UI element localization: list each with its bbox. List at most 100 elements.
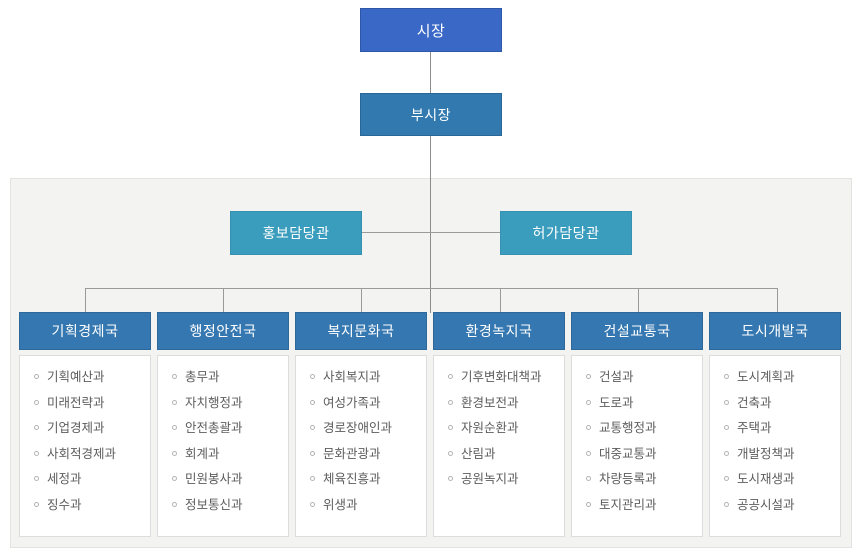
circle-outline-icon bbox=[172, 450, 177, 456]
list-item-label: 건설과 bbox=[599, 369, 634, 384]
list-item-label: 경로장애인과 bbox=[323, 420, 393, 435]
department-header-welfare-culture[interactable]: 복지문화국 bbox=[295, 312, 427, 350]
node-pr-office[interactable]: 홍보담당관 bbox=[230, 211, 362, 255]
list-item-label: 문화관광과 bbox=[323, 445, 381, 461]
department-header-administration-safety[interactable]: 행정안전국 bbox=[157, 312, 289, 350]
list-item[interactable]: 자원순환과 bbox=[448, 420, 564, 435]
list-item[interactable]: 체육진흥과 bbox=[310, 471, 426, 486]
circle-outline-icon bbox=[448, 425, 453, 430]
list-item-label: 주택과 bbox=[737, 420, 772, 435]
list-item-label: 대중교통과 bbox=[599, 445, 657, 461]
list-item[interactable]: 정보통신과 bbox=[172, 497, 288, 512]
circle-outline-icon bbox=[586, 476, 591, 481]
connector-drop-dept-5 bbox=[638, 288, 639, 313]
list-item[interactable]: 징수과 bbox=[34, 497, 150, 512]
circle-outline-icon bbox=[586, 450, 591, 456]
circle-outline-icon bbox=[724, 374, 729, 379]
list-item[interactable]: 건축과 bbox=[724, 395, 840, 410]
list-item-label: 회계과 bbox=[185, 445, 220, 461]
circle-outline-icon bbox=[34, 501, 39, 507]
list-item[interactable]: 산림과 bbox=[448, 446, 564, 461]
list-item[interactable]: 건설과 bbox=[586, 369, 702, 384]
list-item-label: 징수과 bbox=[47, 496, 82, 512]
list-item[interactable]: 세정과 bbox=[34, 471, 150, 486]
list-item-label: 자치행정과 bbox=[185, 394, 243, 410]
circle-outline-icon bbox=[586, 374, 591, 379]
list-item[interactable]: 사회적경제과 bbox=[34, 446, 150, 461]
list-item[interactable]: 기업경제과 bbox=[34, 420, 150, 435]
circle-outline-icon bbox=[310, 476, 315, 481]
list-item[interactable]: 공원녹지과 bbox=[448, 471, 564, 486]
list-item[interactable]: 문화관광과 bbox=[310, 446, 426, 461]
department-header-construction-transport[interactable]: 건설교통국 bbox=[571, 312, 703, 350]
department-column-welfare-culture: 복지문화국 사회복지과 여성가족과 경로장애인과 문화관광과 체육진흥과 위생과 bbox=[292, 312, 430, 537]
department-header-urban-development[interactable]: 도시개발국 bbox=[709, 312, 841, 350]
list-item[interactable]: 도시계획과 bbox=[724, 369, 840, 384]
circle-outline-icon bbox=[310, 425, 315, 430]
list-item-label: 위생과 bbox=[323, 496, 358, 512]
list-item[interactable]: 도시재생과 bbox=[724, 471, 840, 486]
list-item[interactable]: 총무과 bbox=[172, 369, 288, 384]
circle-outline-icon bbox=[586, 501, 591, 507]
circle-outline-icon bbox=[724, 501, 729, 507]
department-list-welfare-culture: 사회복지과 여성가족과 경로장애인과 문화관광과 체육진흥과 위생과 bbox=[295, 355, 427, 537]
list-item[interactable]: 기후변화대책과 bbox=[448, 369, 564, 384]
department-column-administration-safety: 행정안전국 총무과 자치행정과 안전총괄과 회계과 민원봉사과 정보통신과 bbox=[154, 312, 292, 537]
list-item[interactable]: 기획예산과 bbox=[34, 369, 150, 384]
connector-department-bus bbox=[85, 288, 778, 289]
circle-outline-icon bbox=[34, 399, 39, 405]
circle-outline-icon bbox=[310, 501, 315, 507]
list-item[interactable]: 위생과 bbox=[310, 497, 426, 512]
list-item-label: 미래전략과 bbox=[47, 394, 105, 410]
list-item-label: 산림과 bbox=[461, 445, 496, 461]
list-item[interactable]: 토지관리과 bbox=[586, 497, 702, 512]
department-header-environment-green[interactable]: 환경녹지국 bbox=[433, 312, 565, 350]
circle-outline-icon bbox=[724, 450, 729, 456]
list-item[interactable]: 대중교통과 bbox=[586, 446, 702, 461]
list-item[interactable]: 사회복지과 bbox=[310, 369, 426, 384]
department-header-planning-economy[interactable]: 기획경제국 bbox=[19, 312, 151, 350]
node-vice-mayor[interactable]: 부시장 bbox=[360, 93, 502, 136]
circle-outline-icon bbox=[310, 450, 315, 456]
department-list-administration-safety: 총무과 자치행정과 안전총괄과 회계과 민원봉사과 정보통신과 bbox=[157, 355, 289, 537]
list-item[interactable]: 경로장애인과 bbox=[310, 420, 426, 435]
connector-permit-office bbox=[430, 232, 500, 233]
list-item-label: 기후변화대책과 bbox=[461, 369, 542, 384]
list-item[interactable]: 공공시설과 bbox=[724, 497, 840, 512]
list-item-label: 차량등록과 bbox=[599, 471, 657, 486]
list-item-label: 체육진흥과 bbox=[323, 471, 381, 486]
department-list-environment-green: 기후변화대책과 환경보전과 자원순환과 산림과 공원녹지과 bbox=[433, 355, 565, 537]
circle-outline-icon bbox=[724, 425, 729, 430]
list-item-label: 환경보전과 bbox=[461, 394, 519, 410]
department-list-urban-development: 도시계획과 건축과 주택과 개발정책과 도시재생과 공공시설과 bbox=[709, 355, 841, 537]
list-item[interactable]: 주택과 bbox=[724, 420, 840, 435]
list-item-label: 공원녹지과 bbox=[461, 471, 519, 486]
list-item-label: 도시계획과 bbox=[737, 369, 795, 384]
list-item[interactable]: 도로과 bbox=[586, 395, 702, 410]
list-item[interactable]: 차량등록과 bbox=[586, 471, 702, 486]
list-item-label: 민원봉사과 bbox=[185, 471, 243, 486]
list-item-label: 사회복지과 bbox=[323, 369, 381, 384]
list-item[interactable]: 여성가족과 bbox=[310, 395, 426, 410]
list-item[interactable]: 회계과 bbox=[172, 446, 288, 461]
circle-outline-icon bbox=[586, 425, 591, 430]
circle-outline-icon bbox=[34, 425, 39, 430]
node-permit-office[interactable]: 허가담당관 bbox=[500, 211, 632, 255]
circle-outline-icon bbox=[448, 476, 453, 481]
circle-outline-icon bbox=[448, 450, 453, 456]
connector-vice-mayor-spine bbox=[430, 136, 431, 313]
list-item-label: 토지관리과 bbox=[599, 496, 657, 512]
list-item-label: 여성가족과 bbox=[323, 394, 381, 410]
list-item[interactable]: 안전총괄과 bbox=[172, 420, 288, 435]
list-item-label: 공공시설과 bbox=[737, 496, 795, 512]
list-item[interactable]: 개발정책과 bbox=[724, 446, 840, 461]
list-item-label: 정보통신과 bbox=[185, 496, 243, 512]
node-mayor[interactable]: 시장 bbox=[360, 8, 502, 52]
list-item[interactable]: 민원봉사과 bbox=[172, 471, 288, 486]
list-item[interactable]: 교통행정과 bbox=[586, 420, 702, 435]
list-item[interactable]: 환경보전과 bbox=[448, 395, 564, 410]
list-item[interactable]: 미래전략과 bbox=[34, 395, 150, 410]
list-item[interactable]: 자치행정과 bbox=[172, 395, 288, 410]
department-columns: 기획경제국 기획예산과 미래전략과 기업경제과 사회적경제과 세정과 징수과 행… bbox=[16, 312, 846, 537]
circle-outline-icon bbox=[448, 399, 453, 405]
